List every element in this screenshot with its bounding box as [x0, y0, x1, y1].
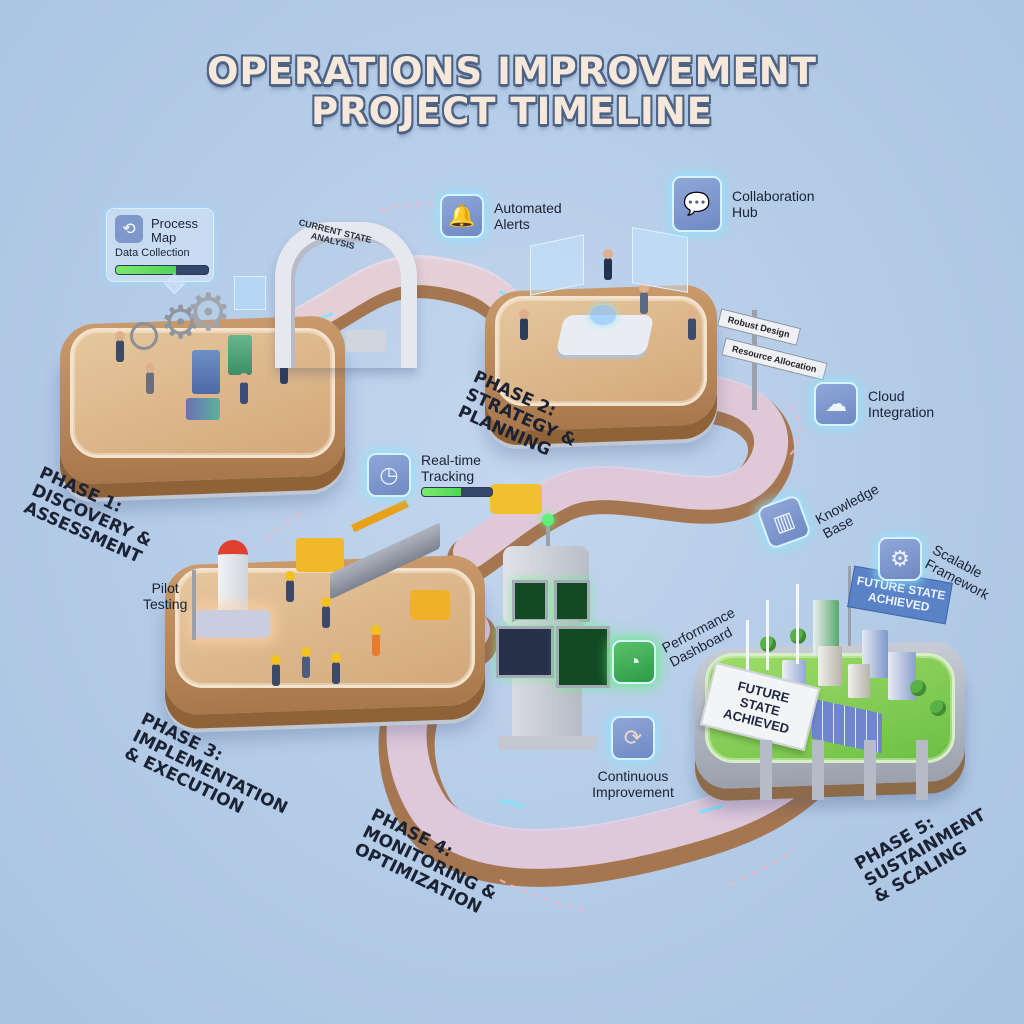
person-figure	[603, 249, 613, 280]
realtime-tracking-progress	[421, 487, 493, 497]
worker-figure	[285, 571, 295, 602]
tower-screen-analytics	[556, 626, 610, 688]
data-collection-label: Data Collection	[115, 247, 190, 259]
building	[818, 646, 842, 686]
gear-icon: ⚙	[878, 537, 922, 581]
gear-icon: ⚙	[185, 284, 232, 342]
person-figure	[687, 309, 697, 340]
person-figure	[519, 309, 529, 340]
data-blocks	[186, 398, 220, 420]
flow-icon: ⟲	[115, 215, 143, 243]
books-icon: ▥	[755, 493, 813, 551]
server-stack	[192, 350, 220, 394]
realtime-tracking-callout[interactable]: ◷ Real-time Tracking	[367, 452, 493, 497]
worker-figure	[271, 655, 281, 686]
hologram-board	[234, 276, 266, 310]
current-state-arch	[275, 222, 417, 368]
worker-figure	[331, 653, 341, 684]
process-map-panel[interactable]: ⟲ Process Map Data Collection	[106, 208, 214, 282]
data-blocks	[228, 335, 252, 375]
process-map-label: Process Map	[151, 216, 198, 245]
pilot-testing-label-1: Pilot	[151, 580, 179, 596]
title-line-1: OPERATIONS IMPROVEMENT	[207, 50, 817, 93]
worker-figure	[371, 625, 381, 656]
automated-alerts-label-1: Automated	[494, 200, 562, 216]
cloud-icon: ☁	[814, 382, 858, 426]
radio-tower	[192, 570, 196, 640]
tower-base	[498, 736, 596, 750]
arch-pillar	[346, 330, 386, 352]
person-figure	[145, 363, 155, 394]
continuous-improvement-label-2: Improvement	[592, 784, 674, 800]
wind-turbine	[746, 620, 749, 680]
worker-figure	[301, 647, 311, 678]
person-figure	[239, 373, 249, 404]
excavator	[296, 538, 344, 572]
tower-screen-bar-chart	[512, 580, 548, 622]
data-collection-progress	[115, 265, 209, 275]
brain-hologram-icon	[590, 305, 616, 325]
clock-icon: ◷	[367, 452, 411, 497]
person-figure	[115, 331, 125, 362]
automated-alerts-label-2: Alerts	[494, 216, 530, 232]
gauge-icon: ◔	[612, 640, 656, 684]
tower-beacon	[542, 514, 554, 526]
person-figure	[639, 283, 649, 314]
chat-icon: 💬	[672, 176, 722, 232]
wind-turbine	[796, 584, 799, 664]
wind-turbine	[766, 600, 769, 670]
continuous-improvement-label-1: Continuous	[597, 768, 669, 784]
realtime-tracking-label-1: Real-time	[421, 452, 481, 468]
collaboration-hub-label-1: Collaboration	[732, 188, 815, 204]
tower-screen-power	[554, 580, 590, 622]
collaboration-hub-label-2: Hub	[732, 204, 758, 220]
tower-screen-line-chart	[496, 626, 554, 678]
tree	[930, 700, 946, 716]
platform-legs	[720, 740, 950, 800]
cloud-integration-label-1: Cloud	[868, 388, 905, 404]
cycle-icon: ⟳	[611, 716, 655, 760]
magnifier-icon	[130, 322, 158, 350]
chart-hologram	[632, 227, 688, 293]
bulldozer	[490, 484, 542, 514]
worker-figure	[321, 597, 331, 628]
building	[848, 664, 870, 698]
tree	[910, 680, 926, 696]
gear-icon: ⚙	[160, 296, 202, 348]
realtime-tracking-label-2: Tracking	[421, 468, 475, 484]
rocket-launchpad	[196, 610, 270, 638]
tower-antenna	[546, 520, 550, 550]
cloud-integration-label-2: Integration	[868, 404, 935, 420]
title-line-2: PROJECT TIMELINE	[310, 90, 714, 133]
robotic-arm	[410, 590, 450, 620]
bell-icon: 🔔	[440, 194, 484, 238]
pilot-testing-label-2: Testing	[143, 596, 188, 612]
